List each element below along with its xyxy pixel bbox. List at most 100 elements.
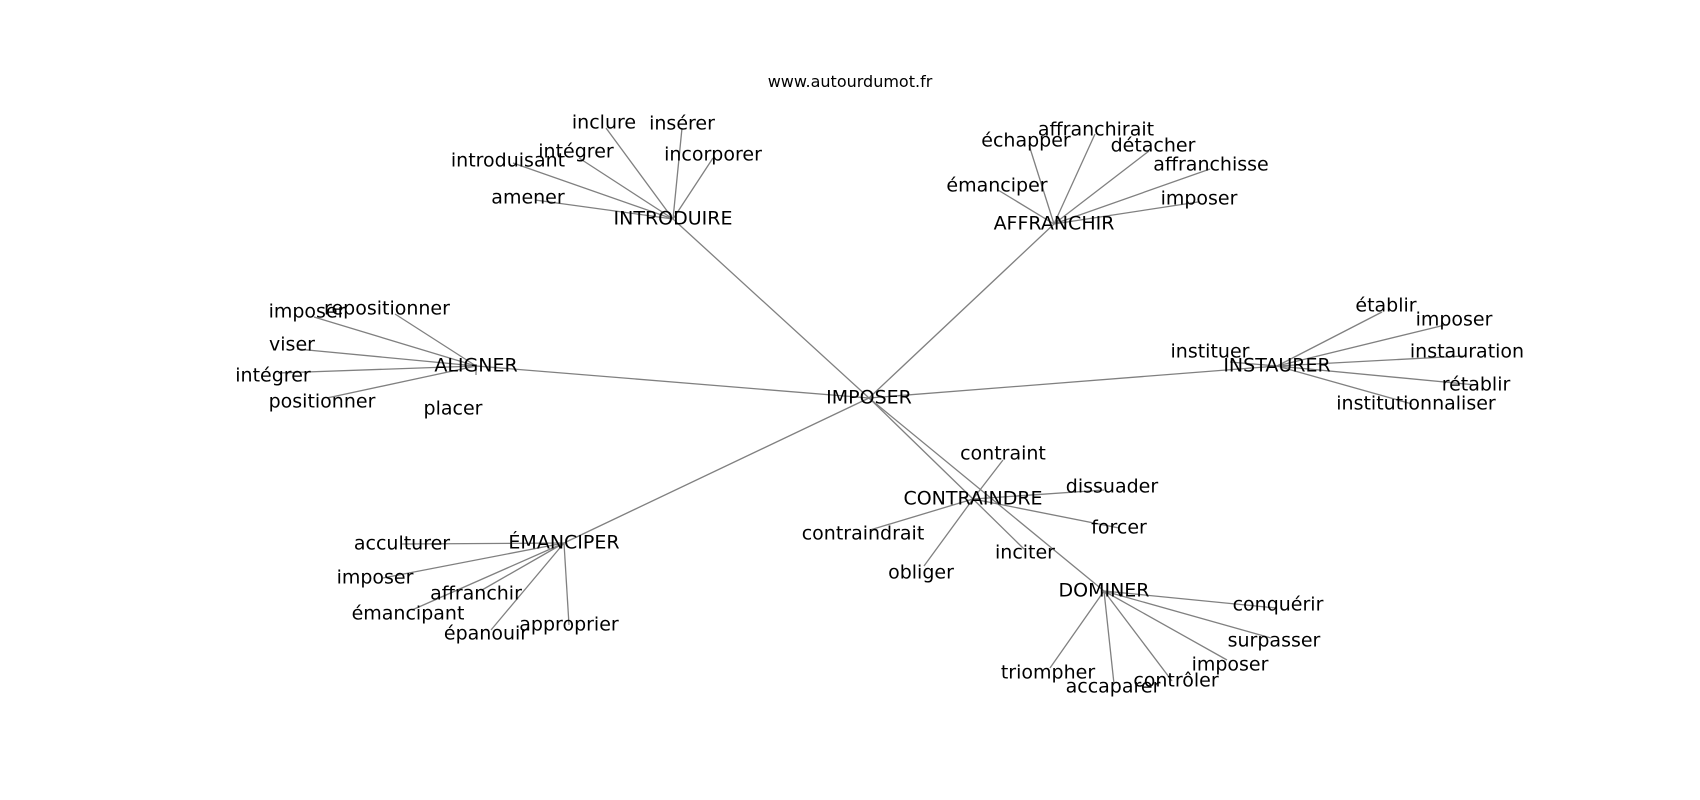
edge-root-hub <box>868 365 1278 399</box>
edge-hub-word <box>401 542 565 545</box>
edge-root-hub <box>672 218 870 399</box>
root-node-label: IMPOSER <box>826 387 912 409</box>
edge-root-hub <box>563 397 870 544</box>
edge-hub-word <box>997 189 1055 225</box>
edge-hub-word <box>605 127 674 220</box>
edge-hub-word <box>972 459 1004 500</box>
edge-hub-word <box>1053 201 1199 225</box>
edge-hub-word <box>394 313 477 367</box>
hub-node-label: ALIGNER <box>434 355 517 377</box>
edge-hub-word <box>1103 590 1272 639</box>
edge-hub-word <box>1276 365 1477 386</box>
edge-hub-word <box>578 157 674 220</box>
word-node-label: émanciper <box>946 175 1047 197</box>
word-node-label: instauration <box>1410 341 1524 363</box>
word-node-label: établir <box>1355 295 1416 317</box>
edge-hub-word <box>563 542 570 626</box>
word-node-label: amener <box>491 187 565 209</box>
word-node-label: échapper <box>981 130 1071 152</box>
edge-hub-word <box>1103 590 1277 609</box>
edge-hub-word <box>326 365 477 399</box>
word-node-label: viser <box>269 334 315 356</box>
edge-hub-word <box>1053 150 1150 225</box>
word-node-label: positionner <box>269 391 376 413</box>
edge-hub-word <box>490 542 565 631</box>
edge-hub-word <box>1103 590 1228 661</box>
word-node-label: émancipant <box>352 603 465 625</box>
edge-hub-word <box>972 489 1105 500</box>
hub-node-label: DOMINER <box>1058 580 1149 602</box>
word-node-label: épanouir <box>444 623 528 645</box>
word-node-label: obliger <box>888 562 954 584</box>
word-node-label: incorporer <box>664 144 762 166</box>
word-node-label: détacher <box>1111 135 1196 157</box>
word-node-label: conquérir <box>1233 594 1324 616</box>
edge-hub-word <box>277 365 477 374</box>
word-node-label: contraint <box>960 443 1046 465</box>
edge-hub-word <box>972 498 1025 550</box>
edge-hub-word <box>1276 355 1465 367</box>
word-node-label: affranchisse <box>1153 154 1268 176</box>
edge-hub-word <box>1229 361 1278 367</box>
word-node-label: inclure <box>572 112 636 134</box>
word-node-label: imposer <box>1416 309 1493 331</box>
edge-hub-word <box>411 542 565 611</box>
word-node-label: triompher <box>1001 662 1095 684</box>
hub-node-label: INTRODUIRE <box>614 208 733 230</box>
edge-hub-word <box>1103 590 1173 682</box>
word-node-label: imposer <box>1192 654 1269 676</box>
edge-hub-word <box>1028 144 1055 225</box>
edge-hub-word <box>869 498 974 531</box>
word-node-label: introduisant <box>451 150 565 172</box>
word-node-label: intégrer <box>538 141 614 163</box>
edge-root-hub <box>868 397 974 500</box>
word-node-label: repositionner <box>324 298 450 320</box>
word-node-label: imposer <box>1161 188 1238 210</box>
edge-hub-word <box>313 316 477 367</box>
word-node-label: institutionnaliser <box>1336 393 1496 415</box>
edge-hub-word <box>1053 133 1096 225</box>
word-node-label: insérer <box>649 113 715 135</box>
word-node-label: surpasser <box>1228 630 1321 652</box>
edge-hub-word <box>1276 365 1413 405</box>
edge-hub-word <box>481 542 565 591</box>
edge-hub-word <box>923 498 974 567</box>
edge-root-hub <box>868 223 1055 399</box>
edge-hub-word <box>296 348 477 367</box>
word-node-label: acculturer <box>354 533 450 555</box>
hub-node-label: AFFRANCHIR <box>994 213 1115 235</box>
word-node-label: imposer <box>269 301 346 323</box>
word-node-label: accaparer <box>1066 676 1161 698</box>
word-node-label: placer <box>424 398 483 420</box>
edge-hub-word <box>672 127 683 220</box>
word-node-label: dissuader <box>1066 476 1159 498</box>
edge-hub-word <box>382 542 565 579</box>
word-node-label: approprier <box>519 614 619 636</box>
word-node-label: forcer <box>1091 517 1147 539</box>
word-node-label: contraindrait <box>802 523 925 545</box>
word-node-label: affranchir <box>430 583 522 605</box>
hub-node-label: CONTRAINDRE <box>903 488 1042 510</box>
hub-node-label: INSTAURER <box>1223 355 1330 377</box>
word-node-label: rétablir <box>1442 374 1511 396</box>
edge-root-hub <box>475 365 870 399</box>
edge-hub-word <box>534 199 674 220</box>
edge-hub-word <box>1276 324 1446 367</box>
hub-node-label: ÉMANCIPER <box>508 531 619 554</box>
site-watermark: www.autourdumot.fr <box>767 72 933 91</box>
word-node-label: contrôler <box>1133 670 1219 692</box>
edge-hub-word <box>1276 311 1383 367</box>
word-node-label: affranchirait <box>1038 119 1154 141</box>
word-node-label: intégrer <box>235 365 311 387</box>
word-node-label: instituer <box>1171 341 1250 363</box>
edge-hub-word <box>1053 168 1211 225</box>
edge-hub-word <box>1049 590 1105 669</box>
word-node-label: imposer <box>337 567 414 589</box>
edge-hub-word <box>512 162 674 220</box>
word-node-label: inciter <box>995 542 1055 564</box>
edges-layer <box>277 127 1477 685</box>
edge-hub-word <box>1103 590 1115 685</box>
edge-root-hub <box>868 397 1105 592</box>
